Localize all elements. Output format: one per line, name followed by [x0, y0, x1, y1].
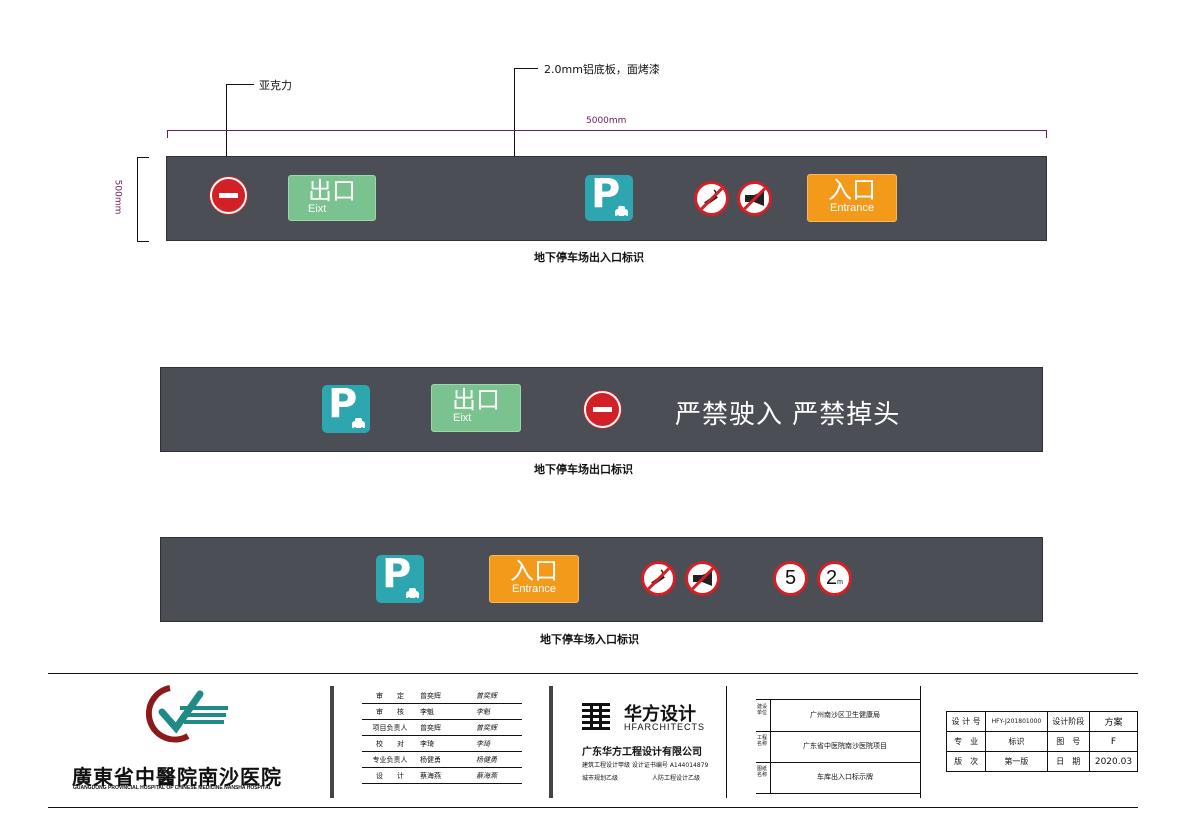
dimension-tick: [1046, 130, 1047, 138]
project-block: 建设单位 广州南沙区卫生健康局 工程名称 广东省中医院南沙医院项目 图纸名称 车…: [756, 699, 920, 794]
dimension-tick: [167, 130, 168, 138]
parking-letter: P: [591, 171, 621, 217]
project-value: 车库出入口标示牌: [817, 773, 873, 781]
sign-caption: 地下停车场出入口标识: [534, 251, 644, 264]
dimension-tick: [137, 157, 149, 158]
height-dimension-line: [137, 157, 138, 241]
hospital-name-en: GUANGDONG PROVINCIAL HOSPITAL OF CHINESE…: [73, 785, 272, 791]
staff-row: 校 对李琦李琦: [362, 735, 522, 752]
no-entry-icon: [584, 391, 621, 428]
leader-line: [514, 68, 538, 69]
aluminum-annotation: 2.0mm铝底板，面烤漆: [544, 63, 660, 76]
height-limit-unit: m: [837, 579, 843, 586]
no-smoking-icon: [694, 181, 729, 216]
titleblock-bottom-rule: [48, 807, 1138, 808]
width-dimension: 5000mm: [586, 116, 627, 126]
no-entry-icon: [210, 177, 247, 214]
staff-row: 审 定曾奕辉曾奕辉: [362, 688, 522, 704]
entrance-exit-sign: 出口 Eixt P 入口 Entrance: [166, 156, 1047, 241]
exit-sign: P 出口 Eixt 严禁驶入 严禁掉头: [160, 367, 1043, 452]
parking-icon: P: [585, 171, 633, 221]
height-limit-icon: 2m: [817, 561, 852, 596]
firm-license-2b: 人防工程设计乙级: [652, 775, 701, 782]
divider: [549, 686, 553, 798]
exit-en: Eixt: [453, 412, 472, 424]
exit-panel: 出口 Eixt: [288, 175, 376, 221]
leader-line: [226, 84, 227, 182]
exit-cn: 出口: [452, 386, 500, 414]
hospital-logo-icon: [145, 685, 228, 743]
entrance-en: Entrance: [829, 202, 875, 214]
staff-table: 审 定曾奕辉曾奕辉 审 核李魁李魁 项目负责人曾奕辉曾奕辉 校 对李琦李琦 专业…: [362, 688, 522, 784]
acrylic-annotation: 亚克力: [259, 79, 292, 92]
project-value: 广州南沙区卫生健康局: [810, 711, 880, 719]
entrance-panel: 入口 Entrance: [807, 174, 897, 222]
entrance-cn: 入口: [828, 176, 876, 204]
entrance-panel: 入口 Entrance: [489, 555, 579, 603]
titleblock-top-rule: [48, 673, 1138, 674]
exit-cn: 出口: [308, 177, 356, 205]
staff-row: 审 核李魁李魁: [362, 703, 522, 720]
firm-license-1: 建筑工程设计甲级 设计证书编号 A144014879: [582, 762, 709, 769]
height-dimension: 500mm: [112, 179, 123, 215]
width-dimension-line: [167, 130, 1047, 131]
parking-icon: P: [322, 381, 370, 433]
project-value: 广东省中医院南沙医院项目: [803, 742, 887, 750]
divider: [330, 686, 334, 798]
leader-line: [514, 68, 515, 186]
parking-icon: P: [376, 551, 424, 603]
leader-line: [226, 84, 254, 85]
car-icon: [406, 588, 419, 599]
divider: [920, 686, 921, 798]
parking-letter: P: [328, 381, 358, 427]
sign-caption: 地下停车场入口标识: [540, 633, 639, 646]
staff-row: 设 计蔡海燕蔡海燕: [362, 767, 522, 784]
firm-logo-en: HFARCHITECTS: [624, 722, 706, 732]
entrance-en: Entrance: [511, 583, 557, 595]
height-limit-value: 2: [826, 567, 838, 589]
project-label: 图纸名称: [757, 766, 768, 778]
divider: [726, 686, 727, 798]
project-label: 建设单位: [757, 704, 768, 716]
staff-row: 项目负责人曾奕辉曾奕辉: [362, 719, 522, 736]
project-label: 工程名称: [757, 735, 768, 747]
dimension-tick: [137, 241, 149, 242]
entrance-sign: P 入口 Entrance 5 2m: [160, 537, 1043, 622]
firm-license-2a: 城市规划乙级: [582, 775, 619, 782]
firm-logo-cn: 华方设计: [624, 704, 696, 725]
speed-limit-icon: 5: [773, 561, 808, 596]
no-horn-icon: [685, 561, 720, 596]
no-horn-icon: [737, 181, 772, 216]
sign-caption: 地下停车场出口标识: [534, 463, 633, 476]
car-icon: [615, 206, 628, 217]
exit-panel: 出口 Eixt: [431, 384, 521, 432]
hospital-name-cn: 廣東省中醫院南沙医院: [72, 765, 282, 789]
firm-logo-icon: [582, 703, 610, 730]
parking-letter: P: [382, 551, 412, 597]
prohibition-text: 严禁驶入 严禁掉头: [675, 400, 901, 430]
no-smoking-icon: [641, 561, 676, 596]
staff-row: 专业负责人杨健勇杨健勇: [362, 751, 522, 768]
car-icon: [352, 418, 365, 429]
exit-en: Eixt: [308, 203, 327, 215]
firm-name: 广东华方工程设计有限公司: [582, 747, 702, 758]
entrance-cn: 入口: [510, 557, 558, 585]
